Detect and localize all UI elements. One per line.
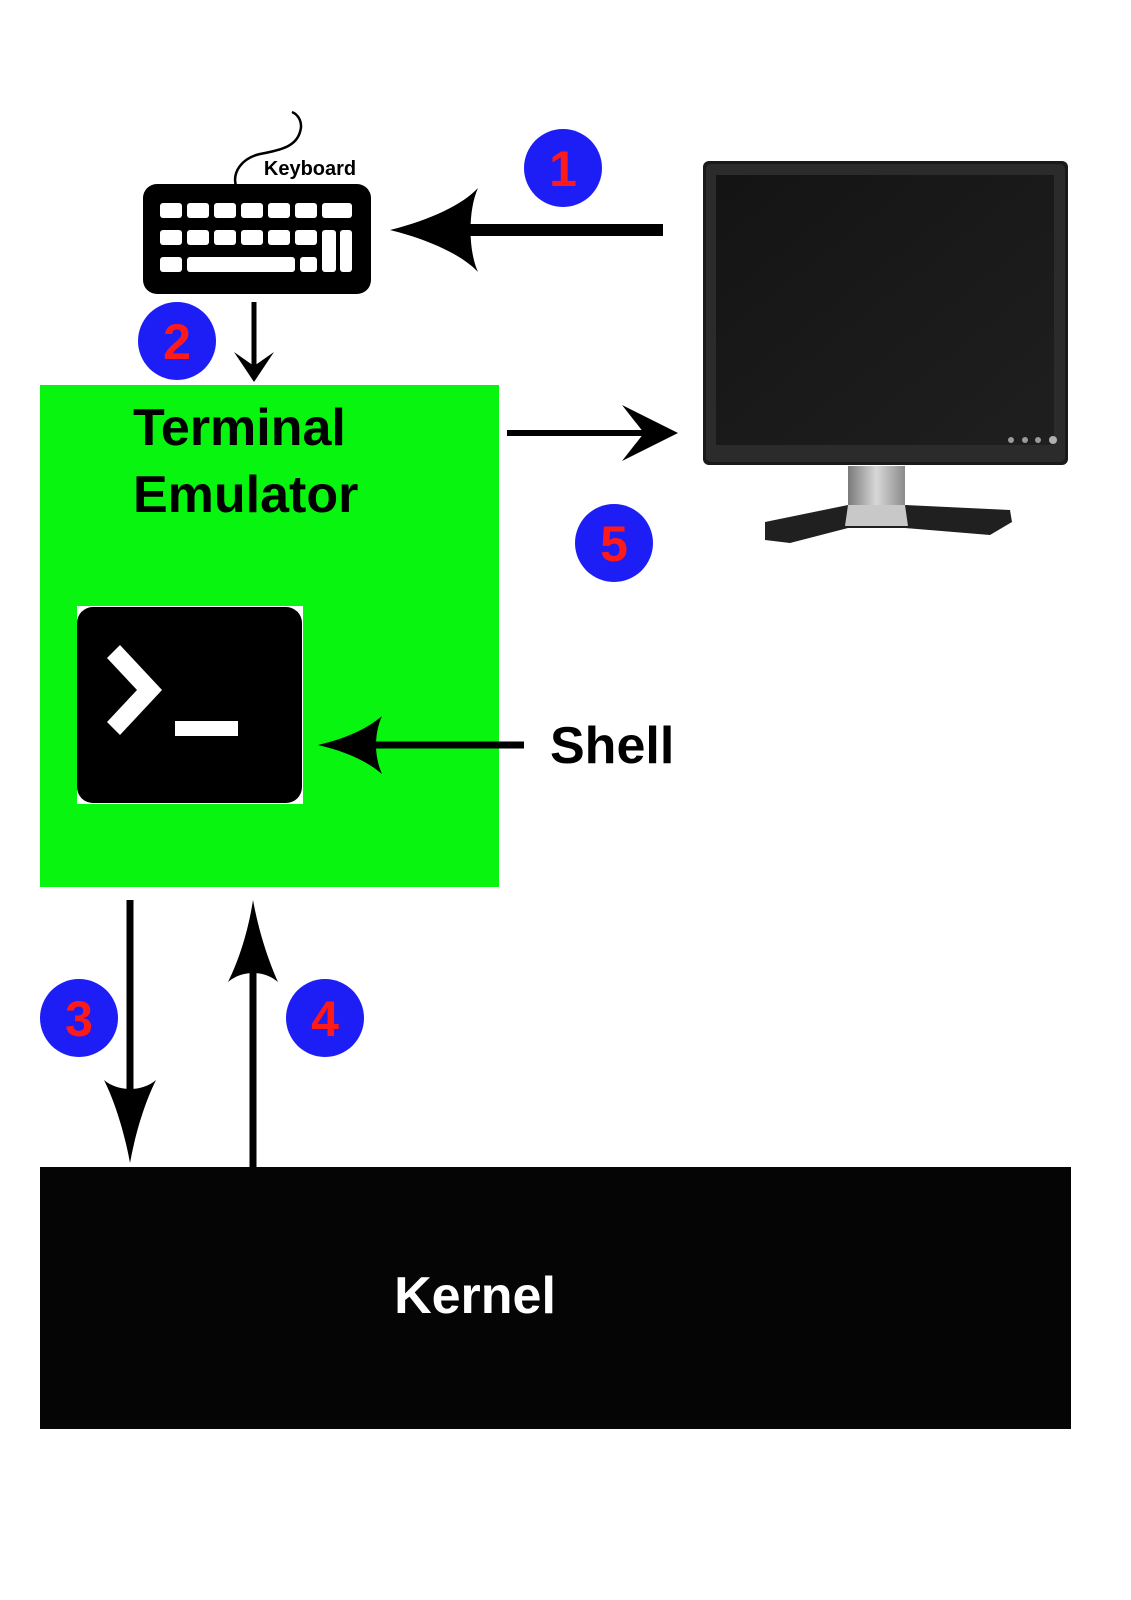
step-number-3: 3 [65, 991, 93, 1047]
step-badge-2: 2 [138, 302, 216, 380]
arrow-keyboard-to-terminal [234, 302, 274, 382]
step-number-2: 2 [163, 314, 191, 370]
step-number-4: 4 [311, 991, 339, 1047]
shell-icon [77, 606, 303, 804]
terminal-title-line2: Emulator [133, 466, 358, 524]
step-badge-1: 1 [524, 129, 602, 207]
arrow-monitor-to-keyboard [390, 188, 663, 272]
arrow-terminal-to-kernel [104, 900, 156, 1163]
arrow-label-to-shell [318, 716, 524, 774]
keyboard-label: Keyboard [264, 158, 356, 180]
kernel-label: Kernel [394, 1267, 556, 1325]
shell-label: Shell [550, 717, 674, 775]
step-badge-4: 4 [286, 979, 364, 1057]
arrow-terminal-to-monitor [507, 405, 678, 461]
monitor-icon [703, 161, 1068, 543]
step-number-1: 1 [549, 141, 577, 197]
arrow-kernel-to-terminal [228, 900, 278, 1167]
step-number-5: 5 [600, 516, 628, 572]
step-badge-3: 3 [40, 979, 118, 1057]
kernel-box [40, 1167, 1071, 1429]
terminal-title-line1: Terminal [133, 399, 346, 457]
keyboard-icon [143, 110, 371, 294]
step-badge-5: 5 [575, 504, 653, 582]
